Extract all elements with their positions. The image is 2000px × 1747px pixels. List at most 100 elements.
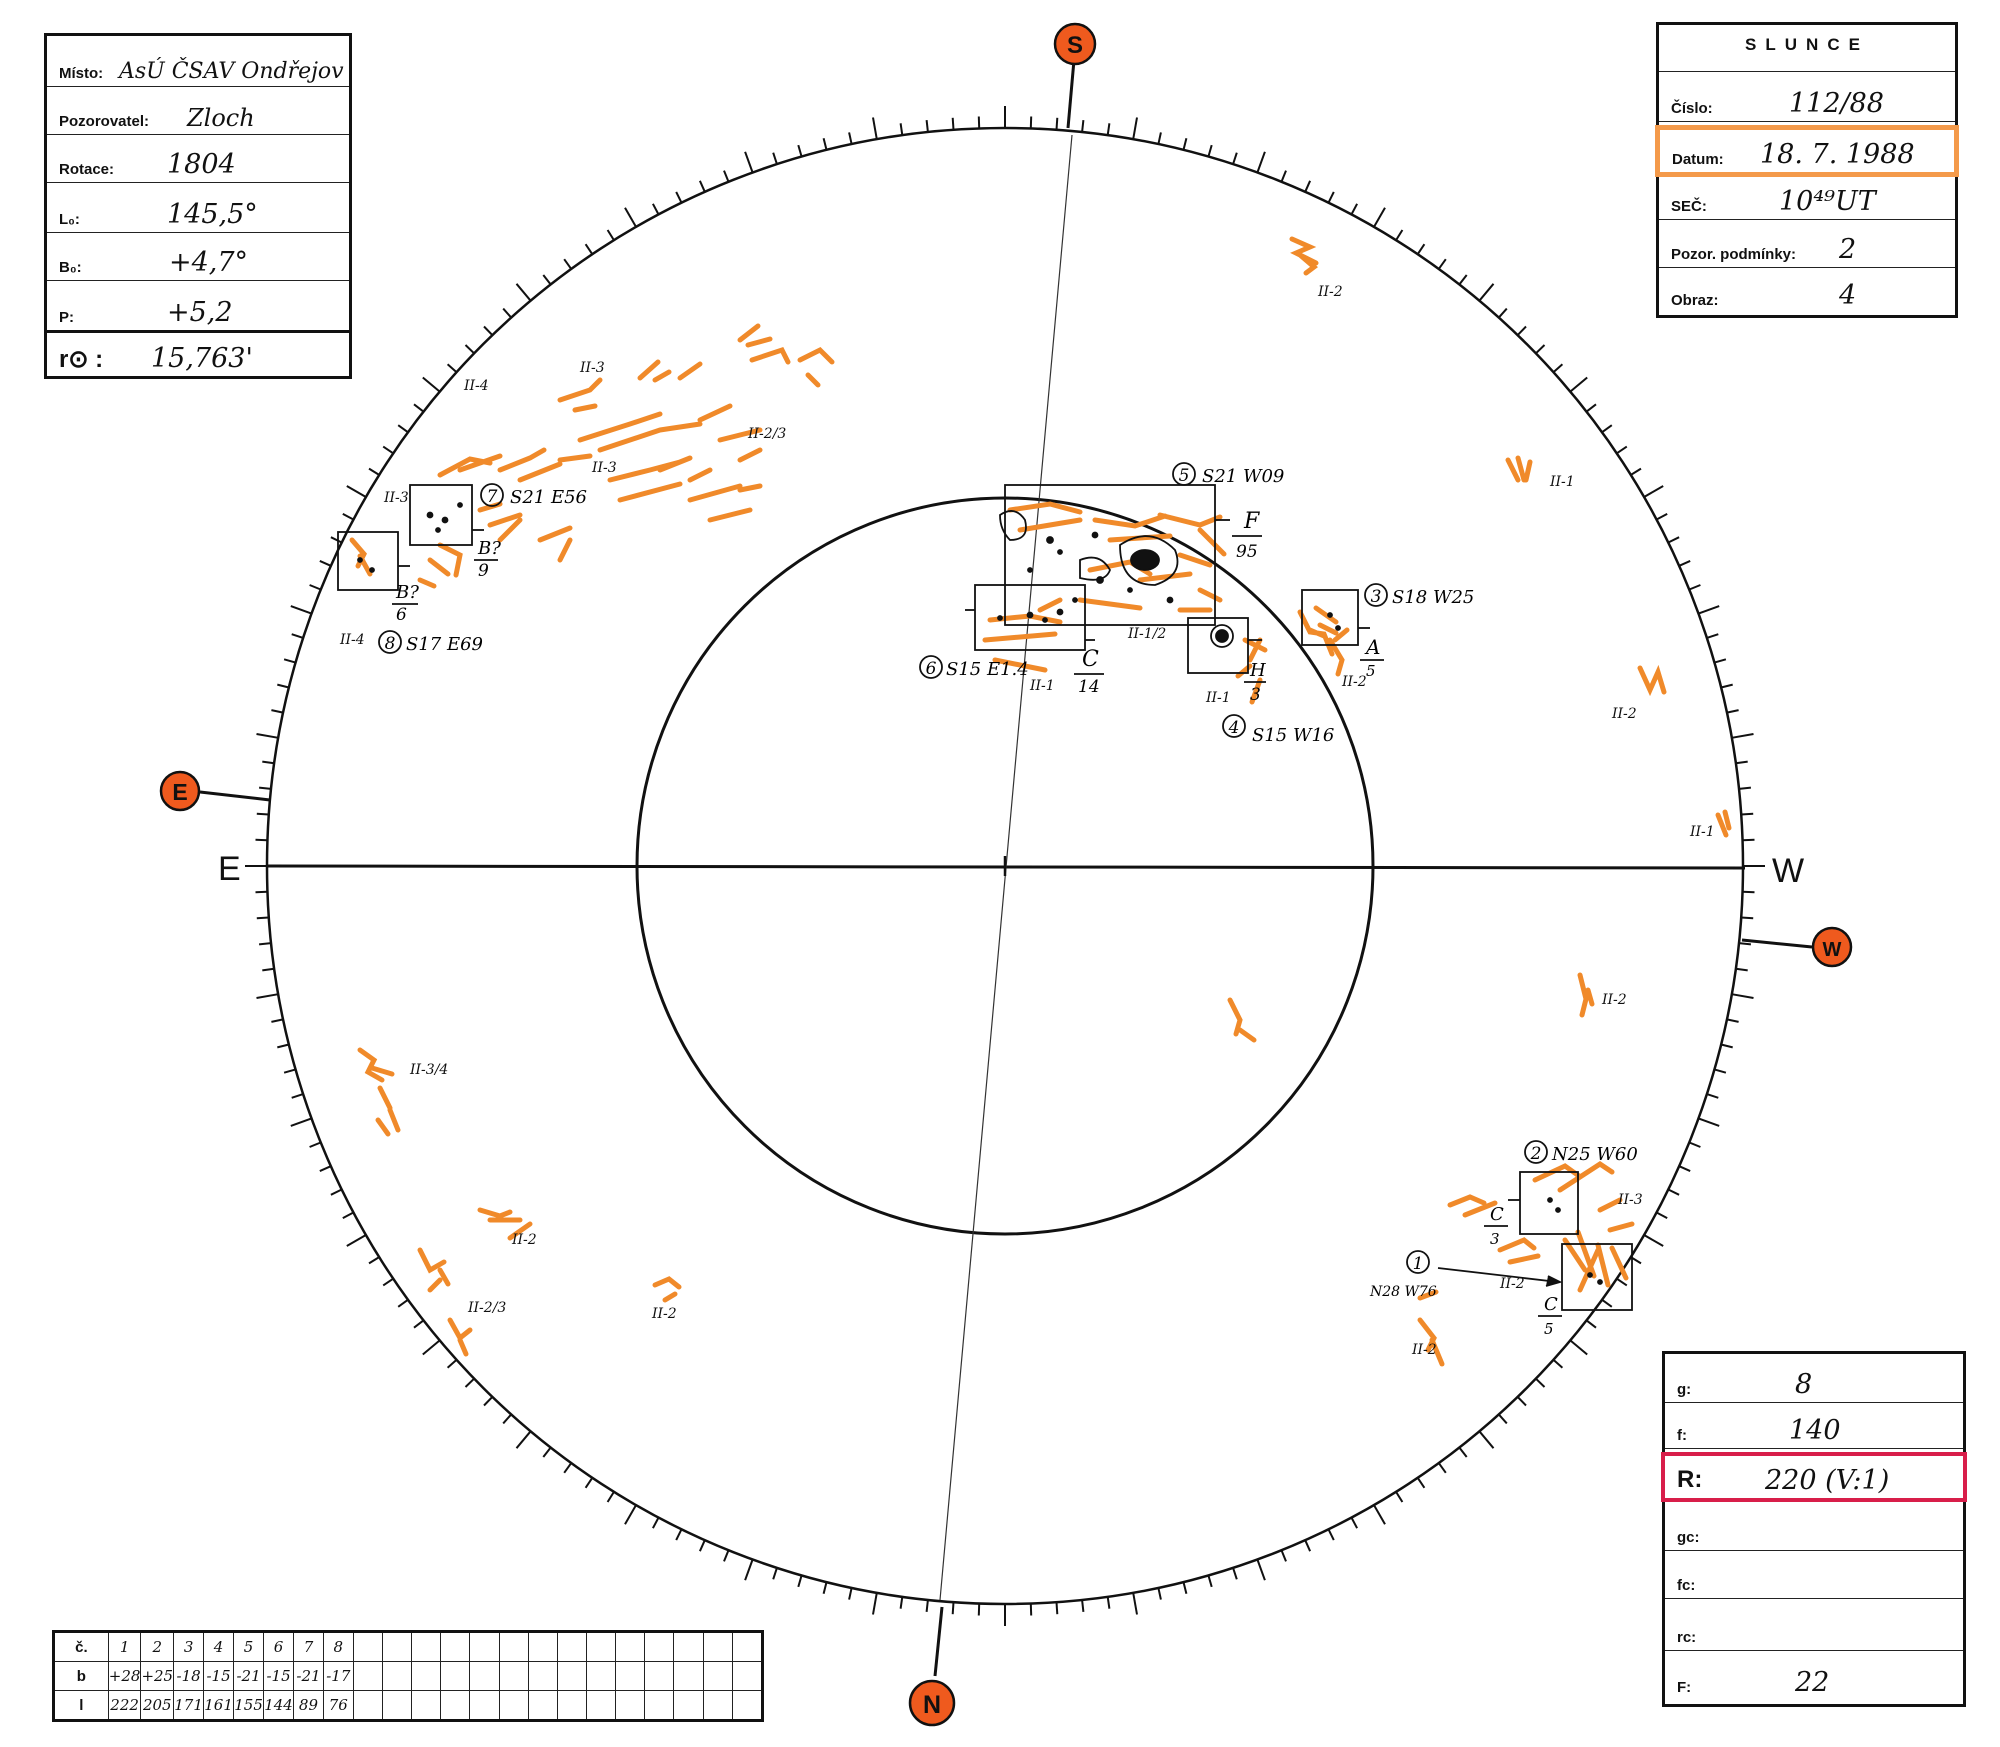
degree-tick — [277, 683, 290, 689]
degree-tick — [848, 132, 853, 145]
facula-patch — [1577, 972, 1595, 1018]
degree-tick — [515, 283, 532, 302]
degree-tick — [397, 1298, 409, 1308]
degree-tick — [483, 325, 494, 336]
facula-patch — [607, 455, 713, 503]
facula-patch — [1562, 1229, 1629, 1293]
degree-tick — [584, 1477, 594, 1489]
table-cell-empty — [527, 1661, 558, 1691]
b0-label: B₀: — [59, 259, 82, 276]
degree-tick — [258, 786, 272, 790]
table-cell-empty — [381, 1631, 413, 1662]
p-row: P: +5,2 — [47, 280, 349, 333]
facula-label: II-2 — [1601, 992, 1627, 1008]
degree-tick — [1478, 283, 1495, 302]
degree-tick — [1350, 1517, 1358, 1529]
degree-tick — [1232, 1567, 1238, 1580]
degree-tick — [951, 117, 955, 130]
w-pointer-line — [1741, 938, 1813, 949]
degree-tick — [283, 658, 296, 664]
degree-tick — [271, 1018, 284, 1023]
group-annotation-text: 2 — [1530, 1144, 1542, 1164]
table-cell-empty — [352, 1661, 383, 1691]
compass-s-label: S — [1067, 32, 1083, 59]
degree-tick — [283, 1068, 296, 1074]
degree-tick — [822, 1581, 828, 1594]
compass-w-marker: W — [1811, 926, 1853, 968]
sunspot-groups-layer — [337, 484, 1633, 1311]
obraz-value: 4 — [1839, 280, 1857, 311]
e-pointer-line — [199, 790, 271, 802]
degree-tick — [1304, 180, 1312, 193]
facula-patch — [1227, 997, 1257, 1043]
w-axis-label: W — [1772, 852, 1804, 890]
degree-tick — [1726, 1018, 1739, 1023]
group-annotation-text: 5 — [1544, 1320, 1554, 1338]
table-cell-empty — [731, 1661, 764, 1691]
degree-tick — [1304, 1539, 1312, 1552]
group-annotations: 5 S21 W09 F 95 6 S15 E1.4 C 14 4 S15 W16… — [378, 462, 1638, 1338]
degree-tick — [446, 1359, 458, 1369]
degree-tick — [1416, 243, 1426, 255]
degree-tick — [262, 760, 275, 765]
degree-tick — [797, 1575, 803, 1588]
facula-patch — [477, 1207, 533, 1241]
table-cell-empty — [615, 1690, 646, 1721]
facula-patch — [652, 1276, 682, 1303]
table-cell-empty — [469, 1661, 500, 1691]
obraz-label: Obraz: — [1671, 292, 1719, 309]
degree-tick — [1373, 207, 1386, 228]
degree-tick — [1373, 1504, 1386, 1525]
degree-tick — [1656, 513, 1668, 521]
group-annotation-text: 8 — [385, 634, 396, 654]
degree-tick — [822, 138, 828, 151]
table-cell-empty — [702, 1631, 733, 1662]
table-cell-empty — [498, 1661, 529, 1691]
facula-label: II-3 — [579, 360, 605, 376]
group-annotation-text: 1 — [1413, 1254, 1424, 1274]
degree-tick — [675, 191, 683, 204]
b0-value: +4,7° — [169, 247, 249, 278]
facula-patch — [1007, 501, 1227, 613]
degree-tick — [290, 1117, 312, 1127]
F-label: F: — [1677, 1679, 1692, 1696]
table-cell: 76 — [322, 1690, 354, 1721]
degree-tick — [1643, 485, 1664, 498]
degree-tick — [262, 967, 275, 972]
facula-patch — [1235, 637, 1268, 705]
degree-tick — [1726, 709, 1739, 714]
degree-tick — [1458, 1446, 1468, 1458]
facula-label: II-3 — [383, 490, 409, 506]
l0-label: L₀: — [59, 211, 80, 228]
table-cell-empty — [498, 1631, 529, 1662]
degree-tick — [1437, 1462, 1447, 1474]
facula-patch — [1289, 236, 1319, 276]
table-cell: 2 — [140, 1631, 175, 1662]
rc-label: rc: — [1677, 1629, 1697, 1646]
degree-tick — [309, 584, 322, 591]
degree-tick — [1535, 344, 1546, 355]
facula-label: II-1 — [1689, 824, 1715, 840]
degree-tick — [342, 513, 354, 521]
degree-tick — [1106, 1596, 1111, 1609]
degree-tick — [346, 485, 367, 498]
table-cell-empty — [440, 1631, 471, 1662]
e-axis-label: E — [218, 850, 241, 888]
table-cell-empty — [352, 1690, 383, 1721]
table-cell-empty — [702, 1690, 733, 1721]
table-cell-empty — [556, 1661, 588, 1691]
sunspot-group-7 — [409, 484, 484, 546]
f-label: f: — [1677, 1427, 1687, 1444]
degree-tick — [1327, 1528, 1335, 1541]
table-cell-empty — [644, 1690, 675, 1721]
table-cell-empty — [411, 1631, 442, 1662]
table-cell-empty — [673, 1690, 704, 1721]
compass-s-marker: S — [1053, 22, 1097, 66]
facula-patch — [1417, 1289, 1445, 1367]
degree-tick — [1698, 605, 1720, 615]
facula-patch — [1637, 664, 1667, 697]
degree-tick — [1735, 967, 1748, 972]
group-annotation-text: 95 — [1236, 542, 1258, 562]
facula-label: II-2/3 — [467, 1300, 506, 1316]
